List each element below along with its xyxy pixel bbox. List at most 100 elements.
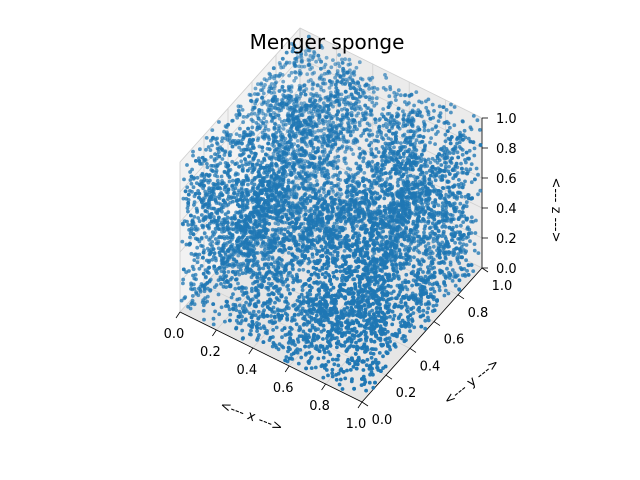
scatter-point xyxy=(431,236,436,241)
scatter-point xyxy=(211,302,216,306)
scatter-point xyxy=(251,158,256,162)
scatter-point xyxy=(469,196,474,201)
scatter-point xyxy=(287,130,292,134)
scatter-point xyxy=(220,139,224,144)
scatter-point xyxy=(256,170,261,174)
scatter-point xyxy=(251,119,255,124)
scatter-point xyxy=(348,75,353,79)
scatter-point xyxy=(252,182,257,187)
scatter-point xyxy=(202,183,206,188)
scatter-point xyxy=(189,251,194,256)
scatter-point xyxy=(233,173,238,177)
scatter-point xyxy=(241,137,245,142)
scatter-point xyxy=(361,159,366,164)
scatter-point xyxy=(181,267,186,272)
scatter-point xyxy=(413,155,418,159)
scatter-point xyxy=(240,168,245,173)
scatter-point xyxy=(437,113,442,118)
scatter-point xyxy=(258,166,263,171)
scatter-point xyxy=(262,116,266,121)
scatter-point xyxy=(466,273,471,277)
scatter-point xyxy=(387,128,392,133)
scatter-point xyxy=(341,127,346,131)
scatter-point xyxy=(424,105,429,110)
scatter-point xyxy=(246,126,251,131)
grid-line-z-left xyxy=(179,57,301,193)
scatter-point xyxy=(452,271,457,276)
scatter-point xyxy=(225,133,230,138)
scatter-point xyxy=(389,258,394,263)
scatter-point xyxy=(316,167,321,172)
scatter-point xyxy=(464,217,469,222)
scatter-point xyxy=(323,119,328,124)
x-tick-mark xyxy=(357,401,363,409)
scatter-point xyxy=(357,84,362,88)
scatter-point xyxy=(304,52,308,57)
scatter-point xyxy=(277,124,281,128)
scatter-point xyxy=(290,153,295,157)
scatter-point xyxy=(401,117,406,122)
scatter-point xyxy=(335,79,340,84)
scatter-point xyxy=(464,243,469,247)
scatter-point xyxy=(343,57,347,62)
scatter-point xyxy=(364,95,368,99)
scatter-point xyxy=(298,94,302,99)
scatter-point xyxy=(458,136,463,141)
scatter-point xyxy=(311,82,316,86)
scatter-point xyxy=(457,209,462,214)
scatter-point xyxy=(272,127,277,131)
scatter-point xyxy=(330,124,335,129)
scatter-point xyxy=(206,145,211,149)
x-tick-mark xyxy=(321,383,326,391)
scatter-point xyxy=(298,87,303,92)
scatter-point xyxy=(354,65,359,70)
scatter-point xyxy=(215,178,220,183)
scatter-point xyxy=(347,102,352,107)
scatter-point xyxy=(266,127,271,132)
scatter-point xyxy=(199,264,204,268)
scatter-point xyxy=(282,118,287,123)
scatter-point xyxy=(294,93,299,98)
scatter-point xyxy=(428,160,433,165)
scatter-point xyxy=(272,74,277,78)
scatter-point xyxy=(452,201,457,206)
scatter-point xyxy=(446,136,451,141)
scatter-point xyxy=(261,91,266,96)
scatter-point xyxy=(292,183,297,187)
scatter-point xyxy=(256,82,260,86)
scatter-point xyxy=(257,108,262,112)
scatter-point xyxy=(447,164,451,169)
scatter-point xyxy=(416,134,421,139)
scatter-point xyxy=(409,92,414,97)
scatter-point xyxy=(257,267,261,272)
scatter-point xyxy=(324,55,329,60)
scatter-point xyxy=(213,309,218,314)
scatter-point xyxy=(461,248,466,252)
scatter-point xyxy=(240,163,245,168)
scatter-point xyxy=(422,125,427,129)
scatter-point xyxy=(344,147,349,151)
scatter-point xyxy=(244,300,249,305)
scatter-point xyxy=(254,152,258,156)
scatter-point xyxy=(430,127,435,132)
scatter-point xyxy=(203,192,208,197)
scatter-point xyxy=(401,109,405,114)
scatter-point xyxy=(251,244,256,249)
scatter-point xyxy=(264,78,269,83)
scatter-point xyxy=(394,130,399,135)
scatter-point xyxy=(269,86,274,90)
scatter-point xyxy=(215,211,220,216)
scatter-point xyxy=(459,223,463,228)
scatter-point xyxy=(397,247,402,252)
scatter-point xyxy=(181,277,186,282)
scatter-point xyxy=(255,251,260,255)
scatter-point xyxy=(262,247,267,252)
scatter-point xyxy=(448,125,452,130)
scatter-point xyxy=(216,150,221,155)
scatter-point xyxy=(349,147,354,152)
scatter-point xyxy=(458,248,463,253)
scatter-point xyxy=(304,142,308,147)
scatter-point xyxy=(316,53,321,58)
scatter-point xyxy=(326,107,331,112)
scatter-point xyxy=(445,129,450,134)
